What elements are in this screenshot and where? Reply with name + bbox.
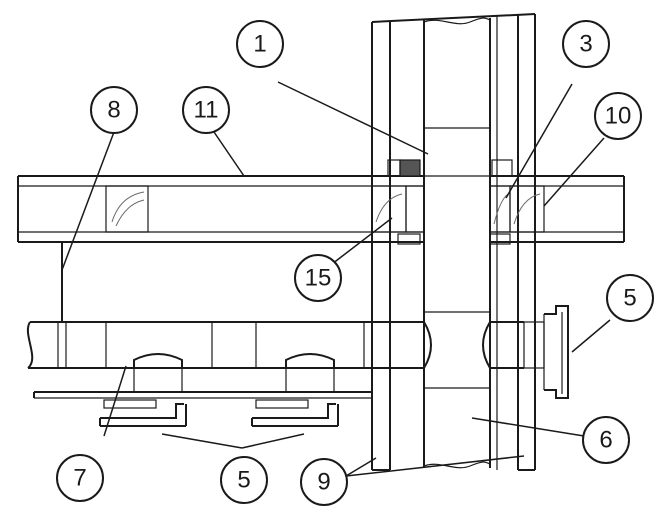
callout-10-label: 10	[605, 103, 632, 130]
callout-5-right: 5	[606, 274, 654, 322]
callout-6-label: 6	[599, 427, 612, 454]
callout-1: 1	[236, 20, 284, 68]
callout-9-label: 9	[317, 469, 330, 496]
callout-8: 8	[90, 86, 138, 134]
outlet-right	[523, 305, 569, 399]
callout-7-label: 7	[73, 465, 86, 492]
callout-5-bottom-label: 5	[237, 467, 250, 494]
outlet-left	[99, 353, 187, 427]
leader-lines	[61, 81, 611, 477]
callout-5-right-label: 5	[623, 285, 636, 312]
hanger-rod	[58, 242, 66, 323]
callout-1-label: 1	[253, 31, 266, 58]
outlet-middle	[251, 353, 339, 427]
callout-11-label: 11	[194, 97, 219, 124]
seal-blocks	[387, 159, 513, 245]
callout-3: 3	[562, 20, 610, 68]
callout-7: 7	[56, 454, 104, 502]
lower-round-duct	[27, 321, 524, 369]
callout-3-label: 3	[579, 31, 592, 58]
callout-6: 6	[582, 416, 630, 464]
floor-plate	[33, 391, 372, 399]
horizontal-upper-duct	[17, 175, 625, 243]
callout-5-bottom: 5	[220, 456, 268, 504]
callout-15-label: 15	[305, 265, 332, 292]
callout-9: 9	[300, 458, 348, 506]
callout-8-label: 8	[107, 97, 120, 124]
callout-10: 10	[594, 92, 642, 140]
callout-11: 11	[182, 86, 230, 134]
vertical-duct	[423, 17, 491, 469]
callout-15: 15	[294, 254, 342, 302]
